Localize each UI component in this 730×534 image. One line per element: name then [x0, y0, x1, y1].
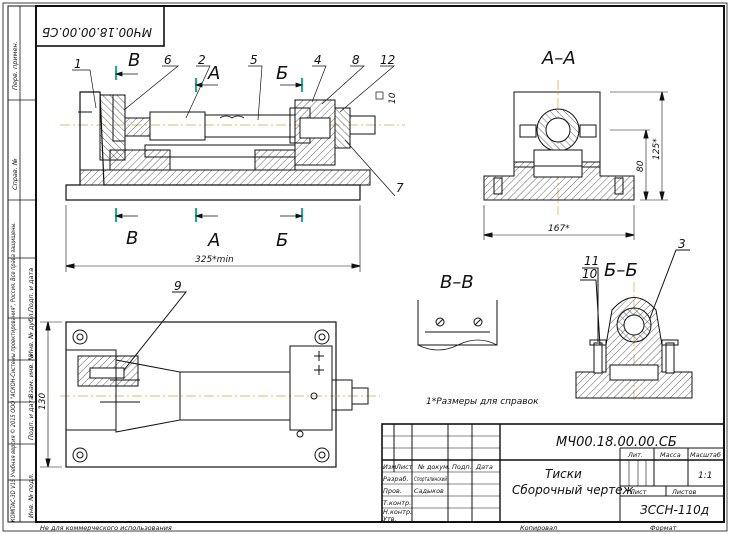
- side-label-podp1: Подп. и дата: [27, 268, 35, 312]
- side-vendor-text: КОМПАС-3D V15 Учебная версия © 2015 ООО …: [9, 222, 17, 522]
- callout-7: 7: [396, 181, 404, 195]
- cut-letter-v-bottom: В: [126, 228, 138, 249]
- callout-5: 5: [250, 53, 258, 67]
- col-header-list: Лист: [395, 463, 413, 471]
- cut-markers-front: [114, 66, 304, 222]
- callout-8: 8: [352, 53, 360, 67]
- footer-noncommercial: Не для коммерческого использования: [40, 524, 172, 532]
- row-role-utv: Утв.: [383, 515, 397, 523]
- col-header-izm: Изм: [383, 463, 396, 471]
- front-view: [60, 91, 405, 272]
- sheet-label: Лист: [629, 488, 647, 496]
- scale-value: 1:1: [698, 471, 712, 481]
- lit-label: Лит.: [627, 451, 643, 459]
- cut-arrows-front: [114, 71, 304, 219]
- rotated-code-stamp: МЧ00.18.00.00.СБ: [35, 5, 165, 47]
- square-dim: 10: [375, 91, 398, 104]
- side-label-vzam: Взам. инв. №: [27, 354, 35, 398]
- cut-letter-a-bottom: А: [207, 230, 220, 251]
- callout-3: 3: [678, 237, 686, 251]
- dim-square-10: 10: [388, 92, 398, 104]
- title-block-code: МЧ00.18.00.00.СБ: [556, 435, 677, 450]
- side-label-perv: Перв. примен.: [11, 41, 19, 90]
- dim-width-167: 167*: [548, 224, 570, 234]
- row-role-nkontr: Н.контр.: [383, 508, 412, 516]
- plan-view: [40, 291, 380, 468]
- organization-code: ЗССН-110д: [640, 503, 709, 517]
- section-vv-title: В–В: [440, 272, 474, 293]
- side-label-podp2: Подп. и дата: [27, 396, 35, 440]
- col-header-docnum: № докум.: [417, 463, 450, 471]
- side-label-inv-podl: Инв. № подл.: [27, 473, 35, 518]
- row-role-tkontr: Т.контр.: [383, 499, 411, 507]
- cut-letter-a-top: А: [207, 63, 220, 84]
- rotated-code-text: МЧ00.18.00.00.СБ: [42, 25, 152, 39]
- side-strip: Перв. примен. Справ. № Подп. и дата Инв.…: [7, 5, 37, 523]
- cut-letter-b-top: Б: [276, 63, 288, 84]
- dim-height-125: 125*: [652, 138, 662, 160]
- callout-2: 2: [198, 53, 206, 67]
- section-aa: [483, 80, 668, 240]
- title-block: [381, 423, 725, 523]
- dim-plan-130: 130: [38, 393, 48, 410]
- callout-6: 6: [164, 53, 172, 67]
- callout-10: 10: [582, 267, 598, 281]
- mass-label: Масса: [660, 451, 681, 459]
- col-header-podp: Подп.: [452, 463, 472, 471]
- callout-1: 1: [74, 57, 82, 71]
- section-aa-title: А–А: [541, 48, 576, 69]
- footer-copied: Копировал: [520, 524, 557, 532]
- dim-height-80: 80: [636, 160, 646, 172]
- title-line-1: Тиски: [545, 467, 582, 481]
- col-header-data: Дата: [475, 463, 493, 471]
- section-vv: [417, 300, 498, 351]
- row-role-prov: Пров.: [383, 487, 402, 495]
- row-name-razrab: Спорталинский: [414, 475, 447, 483]
- title-line-2: Сборочный чертеж: [512, 483, 634, 497]
- callout-12: 12: [380, 53, 395, 67]
- scale-label: Масштаб: [690, 451, 721, 459]
- dim-overall-length: 325*min: [195, 255, 234, 265]
- side-label-inv-dubl: Инв. № дубл.: [27, 312, 35, 356]
- sheets-label: Листов: [671, 488, 696, 496]
- section-bb: [575, 249, 693, 400]
- cut-letter-v-top: В: [128, 50, 140, 71]
- callout-4: 4: [314, 53, 322, 67]
- section-bb-title: Б–Б: [604, 260, 638, 281]
- callout-9: 9: [174, 279, 182, 293]
- leader-lines-front: [72, 65, 396, 197]
- footer-format: Формат: [650, 524, 677, 532]
- row-name-prov: Садыков: [414, 487, 444, 495]
- side-label-sprav: Справ. №: [11, 158, 19, 190]
- row-role-razrab: Разраб.: [383, 475, 409, 483]
- cut-letter-b-bottom: Б: [276, 230, 288, 251]
- callout-11: 11: [584, 254, 599, 268]
- reference-note: 1*Размеры для справок: [426, 397, 539, 407]
